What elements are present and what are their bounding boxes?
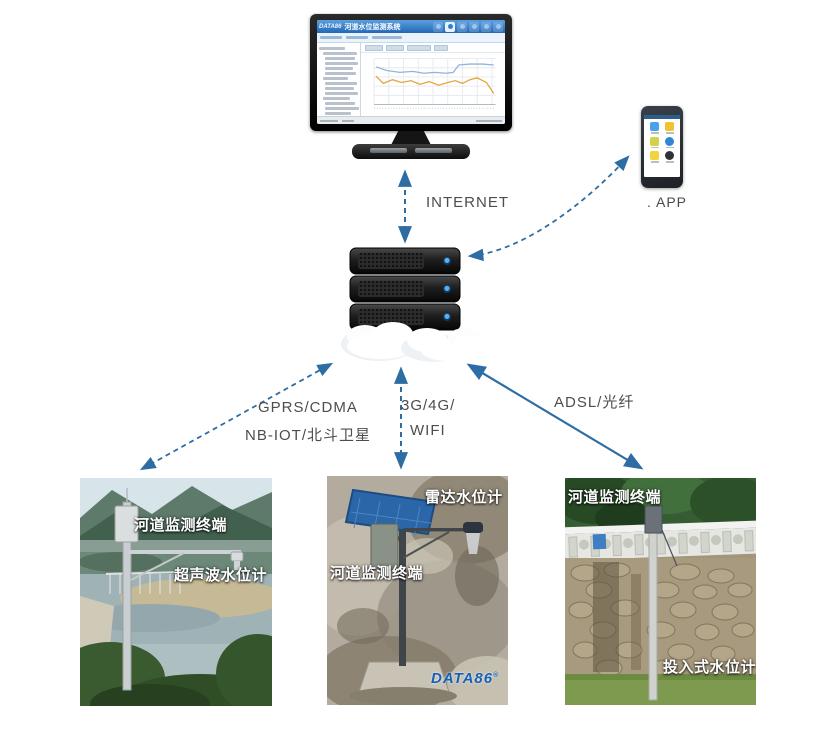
label-terminal-1: 河道监测终端 (134, 517, 228, 534)
monitor-base (352, 144, 470, 159)
label-sensor-2: 雷达水位计 (425, 489, 503, 506)
app-chart-toolbar (361, 43, 505, 54)
chart-line-orange (375, 75, 495, 95)
label-wifi: WIFI (410, 422, 446, 439)
app-statusbar (317, 116, 505, 124)
label-adsl-fiber: ADSL/光纤 (554, 394, 635, 411)
label-terminal-3: 河道监测终端 (568, 489, 662, 506)
mobile-phone (641, 106, 683, 188)
station-pole (648, 511, 658, 701)
phone-screen (644, 115, 680, 177)
app-toolbar-icon (457, 21, 467, 32)
station-pole (122, 501, 132, 691)
app-icon-gold (650, 151, 659, 160)
station-pole (399, 516, 406, 666)
station-photo-radar: 雷达水位计 河道监测终端 DATA86® (327, 476, 508, 705)
app-icon-olive (650, 136, 659, 146)
app-brand-logo: DATA86 (319, 23, 342, 30)
terminal-box (644, 505, 663, 534)
label-internet: INTERNET (426, 194, 509, 211)
label-sensor-3: 投入式水位计 (663, 659, 756, 676)
station-photo-ultrasonic: 河道监测终端 超声波水位计 (80, 478, 272, 706)
cloud-server (341, 247, 482, 362)
label-3g4g: 3G/4G/ (401, 397, 456, 414)
app-chart-pane (361, 43, 505, 116)
server-led (444, 257, 450, 263)
chart-line-blue (375, 63, 494, 75)
app-toolbar-icon (469, 21, 479, 32)
app-toolbar-icon (481, 21, 491, 32)
ultrasonic-sensor (230, 551, 244, 562)
label-nbiot-beidou: NB-IOT/北斗卫星 (245, 427, 371, 444)
label-sensor-1: 超声波水位计 (174, 567, 268, 584)
cloud (341, 322, 482, 362)
wall-box (592, 533, 607, 550)
terminal-box (370, 523, 399, 571)
monitor-bezel: DATA86 河道水位监测系统 (310, 14, 512, 131)
app-icon-blue (650, 122, 659, 131)
monitor-stand (391, 131, 431, 145)
arrow-server-station1 (139, 362, 334, 471)
monitor: DATA86 河道水位监测系统 (310, 14, 512, 164)
app-icon-dark-round (665, 151, 674, 160)
server-unit (349, 247, 461, 275)
app-title: 河道水位监测系统 (344, 23, 401, 31)
label-terminal-2: 河道监测终端 (330, 565, 424, 582)
label-gprs-cdma: GPRS/CDMA (258, 399, 358, 416)
app-toolbar-icon (433, 21, 443, 32)
app-caption: . APP (647, 194, 688, 210)
monitor-screen: DATA86 河道水位监测系统 (317, 20, 505, 124)
app-titlebar: DATA86 河道水位监测系统 (317, 20, 505, 33)
radar-sensor (463, 522, 483, 533)
app-icon-blue-round (665, 136, 674, 146)
sensor-arm (129, 550, 241, 554)
water-level-chart (366, 53, 500, 116)
server-unit (349, 275, 461, 303)
solar-panel (344, 488, 437, 536)
brand-logo: DATA86® (431, 670, 500, 687)
server-led (444, 285, 450, 291)
sensor-arm (403, 528, 483, 532)
arrow-server-station3 (466, 363, 644, 470)
phone-app-icons (644, 119, 680, 166)
station-photo-submersible: 河道监测终端 投入式水位计 (565, 478, 756, 705)
app-toolbar-icon-active (445, 21, 455, 32)
terminal-box (114, 505, 139, 543)
app-menubar (317, 33, 505, 43)
app-station-tree (317, 43, 361, 116)
app-toolbar-icon (493, 21, 503, 32)
app-toolbar (433, 21, 503, 32)
app-icon-yellow (665, 122, 674, 131)
server-led (444, 313, 450, 319)
